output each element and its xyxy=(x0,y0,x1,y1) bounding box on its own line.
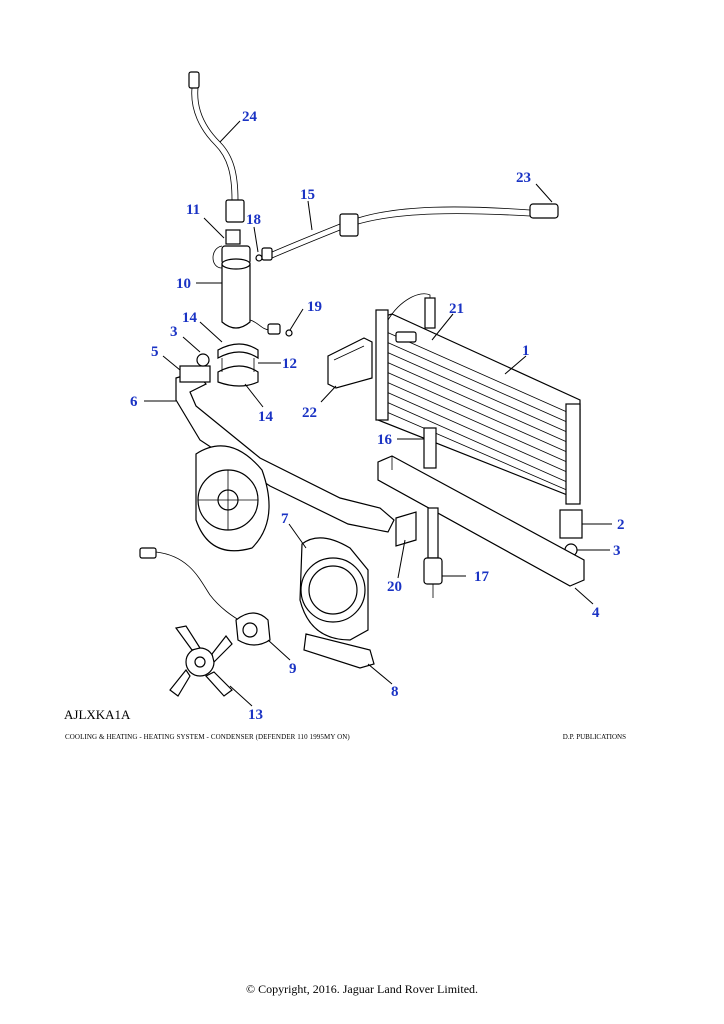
leader-lines xyxy=(144,120,612,707)
callout-13: 12 xyxy=(282,356,297,372)
callout-3-right: 3 xyxy=(613,543,621,559)
callout-20: 21 xyxy=(449,301,464,317)
callout-21: 23 xyxy=(516,170,531,186)
callout-7: 7 xyxy=(281,511,289,527)
callout-19: 19 xyxy=(307,299,322,315)
callouts: 24 11 18 10 19 15 23 21 1 14 3 12 14 5 6… xyxy=(130,109,625,723)
callout-23: 22 xyxy=(302,405,317,421)
callout-24: 20 xyxy=(387,579,402,595)
clamp-13 xyxy=(217,343,259,387)
callout-14-top: 14 xyxy=(182,310,198,326)
callout-16: 16 xyxy=(377,432,393,448)
copyright-notice: © Copyright, 2016. Jaguar Land Rover Lim… xyxy=(245,982,479,996)
callout-8: 8 xyxy=(391,684,399,700)
callout-11: 10 xyxy=(176,276,191,292)
fan-blade-10 xyxy=(169,625,233,697)
callout-18: 18 xyxy=(246,212,261,228)
footer-publisher: D.P. PUBLICATIONS xyxy=(562,733,626,741)
condenser-1 xyxy=(375,293,581,505)
callout-10: 13 xyxy=(248,707,263,723)
fan-bracket-6 xyxy=(175,353,395,552)
condenser-fins xyxy=(381,329,577,495)
callout-17: 17 xyxy=(474,569,490,585)
callout-12: 11 xyxy=(186,202,200,218)
callout-9: 9 xyxy=(289,661,297,677)
callout-22: 24 xyxy=(242,109,258,125)
receiver-drier-11 xyxy=(212,229,293,337)
callout-3-left: 3 xyxy=(170,324,178,340)
fan-motor-9 xyxy=(139,547,271,646)
cross-member-4 xyxy=(377,455,585,587)
footer-title: COOLING & HEATING - HEATING SYSTEM - CON… xyxy=(65,733,350,741)
callout-15: 15 xyxy=(300,187,315,203)
callout-4: 4 xyxy=(592,605,600,621)
callout-5: 5 xyxy=(151,344,159,360)
callout-14-bottom: 14 xyxy=(258,409,274,425)
fan-cowl-7 xyxy=(299,537,375,669)
hose-22 xyxy=(188,71,245,223)
callout-1: 1 xyxy=(522,343,530,359)
pipe-15 xyxy=(261,203,559,261)
callout-2: 2 xyxy=(617,517,625,533)
bracket-24 xyxy=(395,507,443,598)
bracket-23 xyxy=(327,337,373,389)
callout-6: 6 xyxy=(130,394,138,410)
diagram-code: AJLXKA1A xyxy=(64,707,131,722)
